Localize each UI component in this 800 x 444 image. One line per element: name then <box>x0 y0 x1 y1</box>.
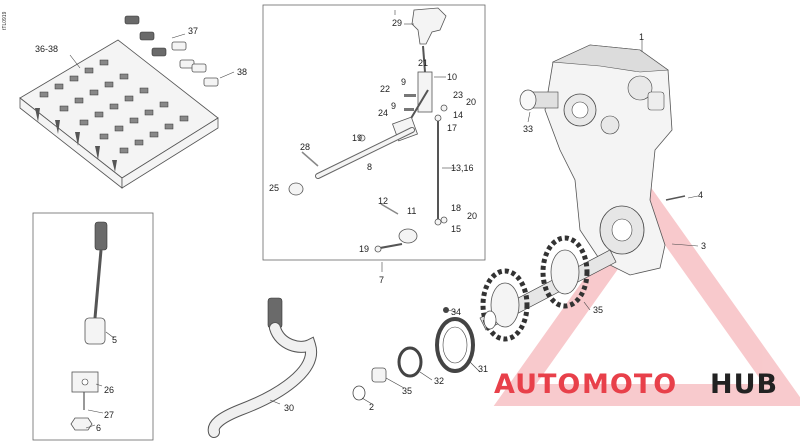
watermark-moto: MOTO <box>582 369 677 400</box>
label-20-top: 20 <box>466 97 476 107</box>
label-15: 15 <box>451 224 461 234</box>
label-26: 26 <box>104 385 114 395</box>
label-35-right: 35 <box>593 305 603 315</box>
label-32: 32 <box>434 376 444 386</box>
label-11: 11 <box>407 206 416 216</box>
label-22: 22 <box>380 84 390 94</box>
wiring-harness <box>207 297 318 438</box>
label-33: 33 <box>523 124 533 134</box>
label-8: 8 <box>367 162 372 172</box>
label-10: 10 <box>447 72 457 82</box>
label-23: 23 <box>453 90 463 100</box>
label-9-top: 9 <box>401 77 406 87</box>
watermark-logo: AUTO MOTO HUB <box>494 369 778 400</box>
label-38: 38 <box>237 67 247 77</box>
label-34: 34 <box>451 307 461 317</box>
label-24: 24 <box>378 108 388 118</box>
label-12: 12 <box>378 196 388 206</box>
label-19-top: 19 <box>352 133 362 143</box>
label-2: 2 <box>369 402 374 412</box>
sensor-detail-frame <box>32 212 154 441</box>
label-13-16: 13,16 <box>451 163 474 173</box>
sensor-harness <box>70 221 108 431</box>
label-6: 6 <box>96 423 101 433</box>
label-21: 21 <box>418 58 428 68</box>
drive-shaft-assembly <box>352 235 617 401</box>
label-19-bottom: 19 <box>359 244 369 254</box>
gearbox-case <box>519 44 686 276</box>
watermark-triangle <box>493 186 800 406</box>
side-code: tTL0919 <box>2 11 8 30</box>
label-1: 1 <box>639 32 644 42</box>
label-36-38: 36-38 <box>35 44 58 54</box>
watermark-auto: AUTO <box>494 369 581 400</box>
label-17: 17 <box>447 123 457 133</box>
watermark-hub: HUB <box>710 369 778 400</box>
label-30: 30 <box>284 403 294 413</box>
label-35-left: 35 <box>402 386 412 396</box>
spike-plate-assembly <box>19 39 219 189</box>
label-3: 3 <box>701 241 706 251</box>
label-28: 28 <box>300 142 310 152</box>
shifter-linkage <box>288 7 448 253</box>
label-37: 37 <box>188 26 198 36</box>
shifter-detail-frame <box>262 4 486 261</box>
label-7: 7 <box>379 275 384 285</box>
label-29: 29 <box>392 18 402 28</box>
label-25: 25 <box>269 183 279 193</box>
label-27: 27 <box>104 410 114 420</box>
label-31: 31 <box>478 364 488 374</box>
spike-cleats <box>124 15 219 87</box>
label-18: 18 <box>451 203 461 213</box>
label-14: 14 <box>453 110 463 120</box>
label-20-bottom: 20 <box>467 211 477 221</box>
label-5: 5 <box>112 335 117 345</box>
label-9-mid: 9 <box>391 101 396 111</box>
label-4: 4 <box>698 190 703 200</box>
